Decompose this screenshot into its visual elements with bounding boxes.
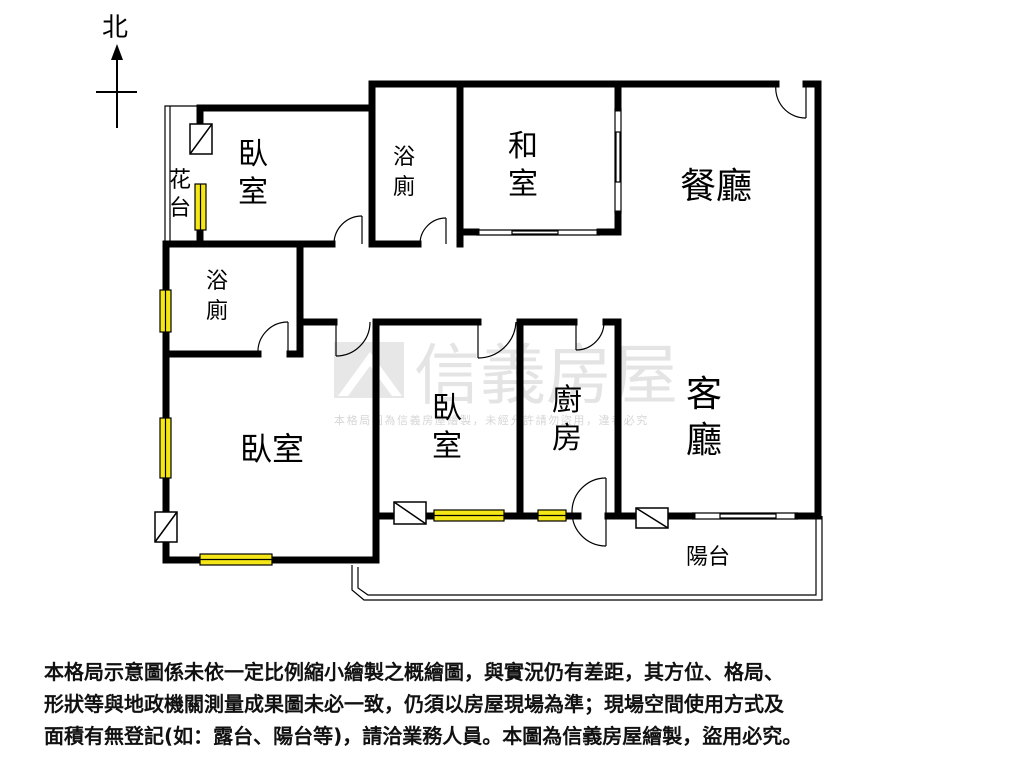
north-arrow-icon [96, 44, 137, 128]
ac-unit-icon [393, 501, 427, 525]
thin-outlines [164, 105, 823, 601]
room-bedroom-nw-line1: 臥 [238, 137, 268, 172]
window [194, 183, 207, 231]
room-bedroom-sw: 臥室 [240, 430, 304, 468]
ac-unit-icon [189, 123, 213, 155]
room-bath-north-line1: 浴 [393, 145, 415, 170]
watermark-notice: 本格局圖為信義房屋繪製，未經允許請勿盜用，違者必究 [334, 413, 649, 427]
sliding-door [614, 108, 622, 214]
window [199, 553, 273, 566]
windows [159, 183, 567, 566]
window [537, 509, 567, 522]
room-kitchen-line1: 廚 [552, 383, 582, 418]
compass-label: 北 [102, 13, 128, 43]
sliding-door [476, 229, 600, 236]
room-kitchen-line2: 房 [552, 421, 582, 456]
door-swing-icon [575, 321, 605, 351]
floor-plan: 北 信義房屋 本格局圖為信義房屋繪製，未經允許請勿盜用，違者必究 [96, 13, 823, 601]
ac-unit-icon [154, 511, 178, 543]
room-living-line1: 客 [686, 374, 722, 415]
room-flower-terrace-line2: 台 [169, 196, 191, 221]
window [433, 509, 505, 522]
room-bath-west-line2: 廁 [206, 299, 228, 324]
room-living-line2: 廳 [686, 420, 722, 461]
room-dining: 餐廳 [680, 166, 752, 207]
room-bath-west-line1: 浴 [206, 269, 228, 294]
window [159, 289, 172, 333]
brand-logo-icon [334, 342, 404, 398]
room-bedroom-middle-line2: 室 [432, 429, 462, 464]
door-swing-icon [335, 321, 371, 357]
swing-doors [257, 82, 807, 547]
room-bedroom-nw-line2: 室 [238, 175, 268, 210]
disclaimer-line: 本格局示意圖係未依一定比例縮小繪製之概繪圖，與實況仍有差距，其方位、格局、 [44, 660, 784, 684]
ac-unit-icon [635, 507, 669, 529]
room-japanese-line2: 室 [508, 167, 538, 202]
room-balcony: 陽台 [686, 545, 730, 570]
room-bath-north-line2: 廁 [393, 175, 415, 200]
disclaimer-line: 形狀等與地政機關測量成果圖未必一致，仍須以房屋現場為準；現場空間使用方式及 [44, 692, 784, 716]
door-swing-icon [571, 477, 607, 547]
watermark-brand: 信義房屋 [414, 337, 678, 414]
sliding-door [692, 512, 798, 520]
door-swing-icon [333, 215, 363, 245]
door-swing-icon [775, 82, 807, 119]
room-japanese-line1: 和 [508, 129, 538, 164]
sliding-doors [476, 108, 798, 520]
window [159, 417, 172, 479]
disclaimer: 本格局示意圖係未依一定比例縮小繪製之概繪圖，與實況仍有差距，其方位、格局、 形狀… [44, 656, 994, 752]
door-swing-icon [257, 321, 289, 355]
room-flower-terrace-line1: 花 [169, 168, 191, 193]
walls [162, 80, 822, 564]
brand-watermark: 信義房屋 本格局圖為信義房屋繪製，未經允許請勿盜用，違者必究 [334, 337, 678, 427]
disclaimer-line: 面積有無登記(如：露台、陽台等)，請洽業務人員。本圖為信義房屋繪製，盜用必究。 [44, 724, 803, 748]
ac-units [154, 123, 669, 543]
door-swing-icon [419, 217, 447, 245]
room-bedroom-middle-line1: 臥 [432, 391, 462, 426]
door-swing-icon [477, 321, 517, 359]
